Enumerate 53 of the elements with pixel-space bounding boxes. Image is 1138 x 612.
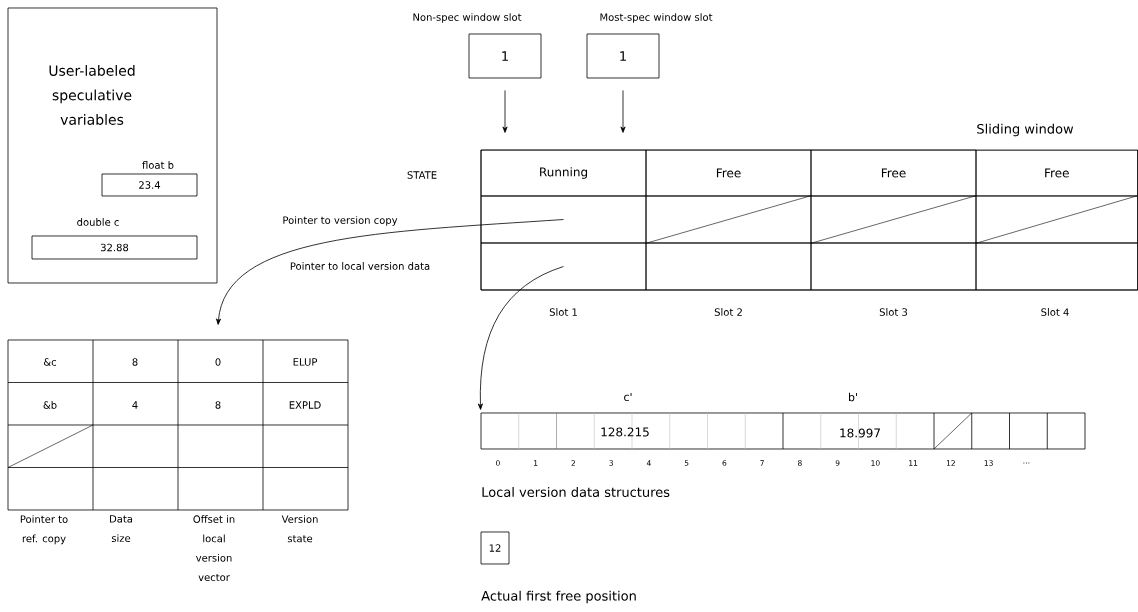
pointer-cell: [480, 195, 647, 244]
node-label: Local version data structures: [482, 486, 670, 498]
row-label: STATE: [407, 171, 437, 179]
field-heading: Non-spec window slot: [413, 13, 522, 23]
table-cell: 4: [132, 401, 138, 409]
pointer-cell: [810, 195, 977, 244]
field-heading: float b: [142, 161, 174, 169]
slot-label: Slot 1: [549, 308, 577, 316]
pointer-cell: [975, 195, 1138, 244]
value-field: 23.4: [101, 173, 198, 197]
value-field: 32.88: [31, 235, 198, 260]
table-cell: ELUP: [293, 358, 318, 366]
pointer-cell: [810, 242, 977, 291]
slot-label: Slot 4: [1041, 308, 1069, 316]
column-header: Offset in local version vector: [193, 515, 235, 582]
byte-value: 128.215: [601, 427, 649, 437]
table-cell: EXPLD: [289, 401, 321, 409]
field-heading: double c: [77, 218, 119, 226]
slot-number-box: 1: [586, 33, 660, 79]
node-label: Actual first free position: [481, 590, 636, 604]
byte-array: [480, 412, 1086, 450]
table-cell: 8: [132, 358, 138, 366]
column-header: Data size: [110, 515, 133, 542]
table-cell: 0: [215, 358, 221, 366]
table-cell: &c: [44, 358, 57, 366]
table-heading: Sliding window: [977, 123, 1074, 137]
arrow: [216, 219, 564, 325]
column-header: Pointer to ref. copy: [20, 515, 68, 545]
variable-label: b': [849, 392, 857, 402]
column-header: Version state: [281, 515, 318, 543]
arrow: [502, 90, 508, 133]
pointer-cell: [975, 242, 1138, 291]
field-heading: Most-spec window slot: [600, 13, 713, 23]
table-cell: 8: [215, 401, 221, 409]
slot-label: Slot 3: [879, 308, 908, 316]
version-table: [7, 339, 349, 511]
pointer-cell: [645, 195, 812, 244]
slot-number-box: 1: [468, 33, 542, 79]
state-cell: Free: [645, 149, 812, 197]
state-cell: Free: [810, 149, 977, 197]
variable-label: c': [624, 392, 632, 402]
state-cell: Free: [975, 149, 1138, 197]
pointer-cell: [480, 242, 647, 291]
state-cell: Running: [480, 149, 647, 197]
row-label: Pointer to local version data: [290, 262, 430, 270]
byte-value: 18.997: [840, 428, 880, 438]
row-label: Pointer to version copy: [283, 216, 398, 226]
arrow: [477, 266, 564, 410]
table-cell: &b: [43, 401, 57, 409]
slot-label: Slot 2: [714, 308, 742, 316]
pointer-cell: [645, 242, 812, 291]
position-box: 12: [480, 531, 510, 565]
arrow: [620, 90, 626, 133]
